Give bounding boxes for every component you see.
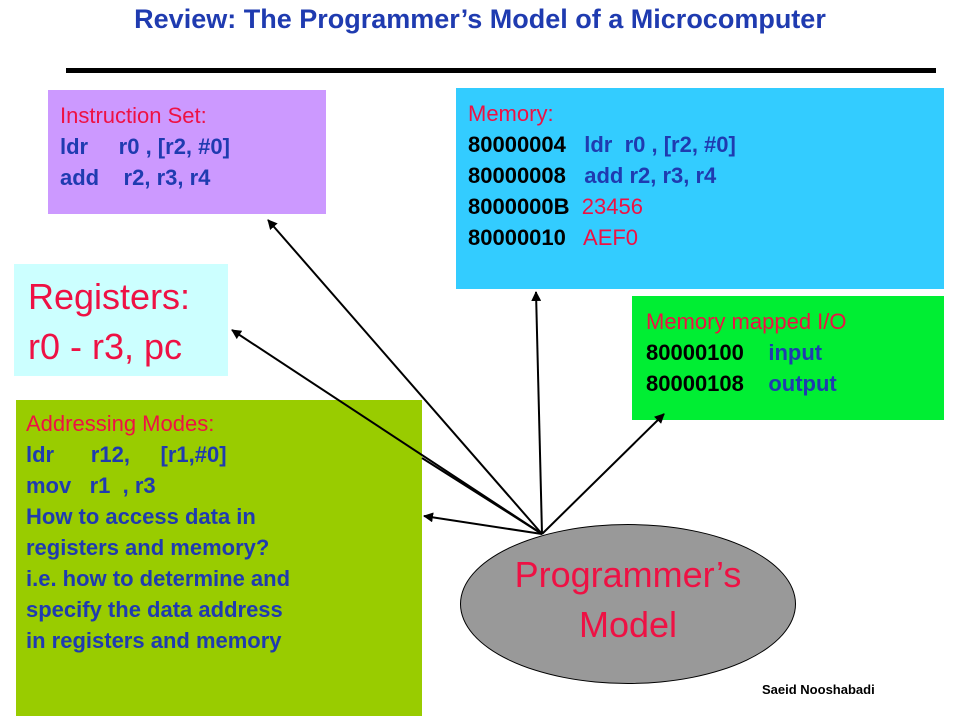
memory-row: 8000000B 23456 xyxy=(468,191,944,222)
instruction-set-heading: Instruction Set: xyxy=(60,103,207,128)
addressing-modes-box: Addressing Modes: ldr r12, [r1,#0] mov r… xyxy=(16,400,422,716)
memory-value: AEF0 xyxy=(565,225,639,250)
arrow-to-memory xyxy=(531,291,543,535)
io-address: 80000108 xyxy=(646,371,744,396)
arrow-to-instruction-set xyxy=(267,219,543,535)
memory-row: 80000004 ldr r0 , [r2, #0] xyxy=(468,129,944,160)
addressing-line: How to access data in xyxy=(26,504,256,529)
memory-value: 23456 xyxy=(569,194,643,219)
center-label-line2: Model xyxy=(578,604,678,645)
center-label-line1: Programmer’s xyxy=(514,554,742,595)
memory-heading: Memory: xyxy=(468,101,554,126)
memory-row: 80000010 AEF0 xyxy=(468,222,944,253)
registers-heading: Registers: xyxy=(28,276,191,317)
addressing-line: ldr r12, [r1,#0] xyxy=(26,442,227,467)
title-rule xyxy=(66,68,936,73)
io-value: output xyxy=(743,371,837,396)
addressing-line: mov r1 , r3 xyxy=(26,473,156,498)
instruction-set-box: Instruction Set: ldr r0 , [r2, #0] add r… xyxy=(48,90,326,214)
memory-box: Memory: 80000004 ldr r0 , [r2, #0] 80000… xyxy=(456,88,944,289)
addressing-line: registers and memory? xyxy=(26,535,270,560)
author-credit: Saeid Nooshabadi xyxy=(762,682,875,697)
arrow-to-io xyxy=(541,413,665,535)
programmers-model-ellipse xyxy=(460,524,796,684)
memory-address: 8000000B xyxy=(468,194,570,219)
io-row: 80000100 input xyxy=(646,337,944,368)
arrow-to-addressing-upper xyxy=(421,457,543,535)
memory-value: add r2, r3, r4 xyxy=(565,163,717,188)
instruction-line: add r2, r3, r4 xyxy=(60,165,211,190)
registers-box: Registers: r0 - r3, pc xyxy=(14,264,228,376)
addressing-line: i.e. how to determine and xyxy=(26,566,291,591)
io-address: 80000100 xyxy=(646,340,744,365)
arrow-to-registers xyxy=(231,329,543,535)
io-heading: Memory mapped I/O xyxy=(646,309,847,334)
instruction-line: ldr r0 , [r2, #0] xyxy=(60,134,230,159)
io-row: 80000108 output xyxy=(646,368,944,399)
arrow-to-addressing xyxy=(423,512,543,535)
addressing-line: specify the data address xyxy=(26,597,283,622)
slide-title: Review: The Programmer’s Model of a Micr… xyxy=(134,4,826,34)
memory-value: ldr r0 , [r2, #0] xyxy=(565,132,736,157)
programmers-model-label: Programmer’s Model xyxy=(460,550,796,650)
memory-address: 80000008 xyxy=(468,163,566,188)
io-value: input xyxy=(743,340,823,365)
memory-address: 80000004 xyxy=(468,132,566,157)
addressing-line: in registers and memory xyxy=(26,628,282,653)
addressing-heading: Addressing Modes: xyxy=(26,411,215,436)
memory-mapped-io-box: Memory mapped I/O 80000100 input 8000010… xyxy=(632,296,944,420)
registers-list: r0 - r3, pc xyxy=(28,326,183,367)
memory-row: 80000008 add r2, r3, r4 xyxy=(468,160,944,191)
memory-address: 80000010 xyxy=(468,225,566,250)
